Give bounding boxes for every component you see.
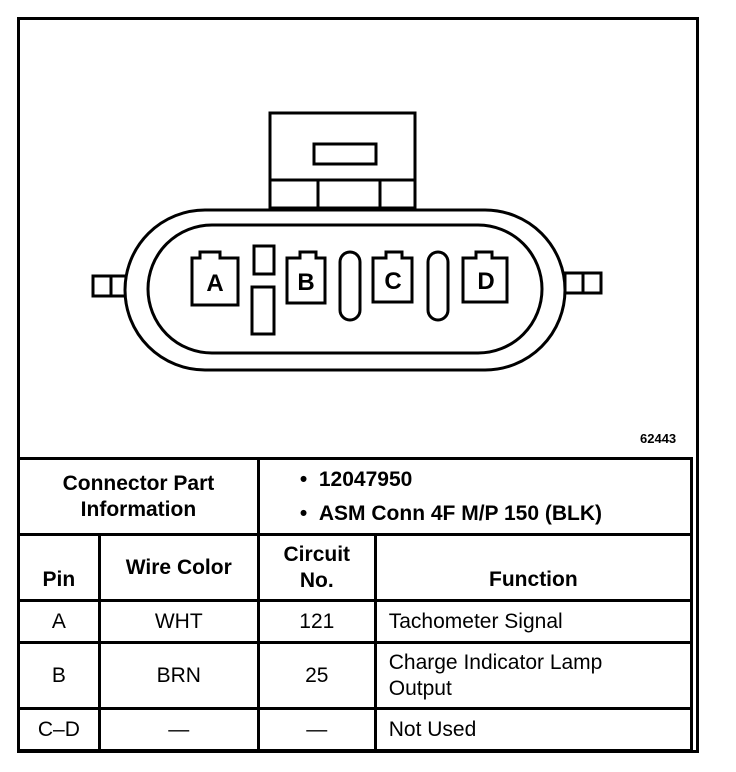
cell-wire-color: WHT <box>97 599 260 644</box>
cell-wire-color: BRN <box>97 641 260 710</box>
connector-info-items: • 12047950 • ASM Conn 4F M/P 150 (BLK) <box>256 457 694 536</box>
table-row: C–D — — Not Used <box>17 707 694 752</box>
connector-info-item: • 12047950 <box>299 467 413 491</box>
connector-info-label: Connector Part Information <box>17 457 260 536</box>
pin-label-c: C <box>384 268 401 295</box>
connector-body-outer <box>123 208 567 372</box>
separator-cd <box>426 250 450 322</box>
header-circuit-no: Circuit No. <box>256 533 377 602</box>
connector-drawing: A B C D <box>91 111 603 372</box>
table-row: A WHT 121 Tachometer Signal <box>17 599 694 644</box>
cell-wire-color: — <box>97 707 260 752</box>
pin-a-cavity <box>190 250 240 307</box>
header-pin: Pin <box>17 533 101 602</box>
cell-function: Tachometer Signal <box>373 599 694 644</box>
latch-slot <box>312 142 378 166</box>
cell-circuit-no: 121 <box>256 599 377 644</box>
pin-c-cavity <box>371 250 414 304</box>
header-wire-color: Wire Color <box>97 533 260 602</box>
pin-label-d: D <box>477 268 494 295</box>
header-function: Function <box>373 533 694 602</box>
cell-circuit-no: — <box>256 707 377 752</box>
pin-d-cavity <box>461 250 509 304</box>
pinout-table: Connector Part Information • 12047950 • … <box>17 457 694 752</box>
cell-function: Charge Indicator Lamp Output <box>373 641 694 710</box>
connector-latch <box>268 111 417 210</box>
pin-b-cavity <box>285 250 327 305</box>
cell-function: Not Used <box>373 707 694 752</box>
header-row: Pin Wire Color Circuit No. Function <box>17 533 694 602</box>
key-upper <box>252 244 276 276</box>
cell-pin: C–D <box>17 707 101 752</box>
connector-info-item: • ASM Conn 4F M/P 150 (BLK) <box>299 501 603 525</box>
connector-diagram: A B C D 62443 <box>20 20 696 460</box>
connector-info-row: Connector Part Information • 12047950 • … <box>17 457 694 536</box>
key-lower <box>250 285 276 336</box>
pin-label-b: B <box>297 269 314 296</box>
figure-number: 62443 <box>640 431 677 446</box>
pin-label-a: A <box>206 270 223 297</box>
table-row: B BRN 25 Charge Indicator Lamp Output <box>17 641 694 710</box>
cell-circuit-no: 25 <box>256 641 377 710</box>
cell-pin: A <box>17 599 101 644</box>
separator-bc <box>338 250 362 322</box>
connector-frame: A B C D 62443 Connector Part Information… <box>17 17 699 753</box>
connector-body-inner <box>146 223 544 355</box>
cell-pin: B <box>17 641 101 710</box>
